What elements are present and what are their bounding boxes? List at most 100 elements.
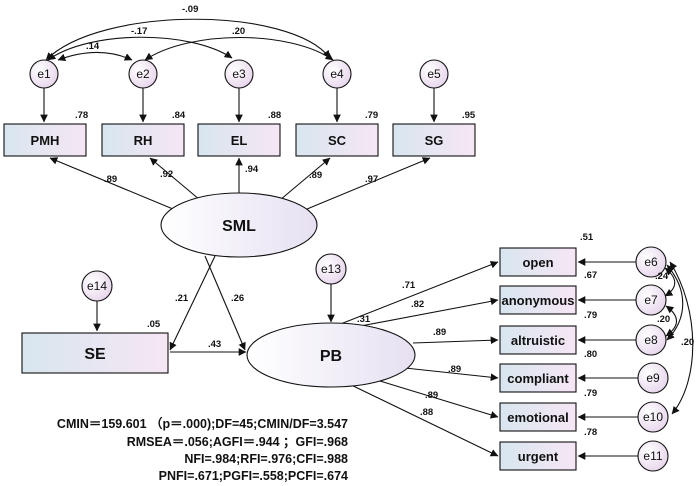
label-e3: e3 [232, 67, 246, 81]
circle-e13 [315, 253, 347, 285]
structural-paths [93, 255, 335, 356]
label-sg: SG [425, 133, 444, 148]
coef-e6-e7: .24 [655, 271, 669, 282]
circle-e4 [322, 59, 352, 89]
box-sc [295, 123, 379, 157]
error-paths-top [40, 88, 438, 123]
coef-sml-pmh: .89 [104, 174, 117, 185]
r2-pb: .31 [357, 314, 371, 325]
circle-e5 [419, 59, 449, 89]
label-pmh: PMH [31, 133, 60, 148]
label-e8: e8 [644, 333, 658, 347]
r2-emotional: .79 [584, 388, 597, 399]
path-sml-sc [279, 157, 331, 201]
circle-e11 [637, 440, 669, 472]
circle-e10 [637, 401, 669, 433]
box-compliant [499, 363, 577, 393]
label-rh: RH [134, 133, 153, 148]
label-el: EL [231, 133, 248, 148]
coef-sml-el: .94 [245, 164, 259, 175]
r2-se: .05 [147, 319, 161, 330]
label-open: open [522, 255, 553, 270]
fit-line-3: NFI=.984;RFI=.976;CFI=.988 [184, 452, 348, 466]
label-e10: e10 [643, 410, 663, 424]
coef-e6-e10: .20 [681, 337, 694, 348]
box-emotional [499, 402, 577, 432]
coef-sml-sg: .97 [365, 174, 378, 185]
label-e5: e5 [427, 67, 441, 81]
box-se [21, 332, 169, 374]
circle-e1 [29, 59, 59, 89]
coef-sml-pb: .26 [231, 293, 244, 304]
path-sml-pmh [49, 157, 186, 215]
coef-pb-altruistic: .89 [433, 327, 446, 338]
sml-loadings [49, 157, 431, 215]
ellipse-pb [246, 322, 416, 388]
circle-e2 [128, 59, 158, 89]
label-emotional: emotional [507, 410, 568, 425]
path-sml-se [169, 255, 216, 351]
r2-urgent: .78 [584, 427, 597, 438]
r2-rh: .84 [172, 110, 186, 121]
r2-sc: .79 [365, 110, 378, 121]
r2-open: .51 [580, 232, 594, 243]
fit-line-4: PNFI=.671;PGFI=.558;PCFI=.674 [159, 469, 348, 483]
error-paths-right [577, 258, 638, 460]
fit-line-2: RMSEA＝.056;AGFI＝.944 ；GFI=.968 [127, 435, 348, 449]
coef-se-pb: .43 [208, 339, 221, 350]
coef-sml-se: .21 [175, 293, 189, 304]
path-pb-open [337, 261, 499, 326]
coef-pb-compliant: .89 [448, 364, 461, 375]
circle-e6 [635, 246, 667, 278]
label-e1: e1 [37, 67, 51, 81]
observed-labels: PMH RH EL SC SG SE open anonymous altrui… [31, 133, 575, 464]
error-terms [29, 59, 669, 472]
label-e13: e13 [321, 262, 341, 276]
label-anonymous: anonymous [502, 293, 575, 308]
box-anonymous [499, 285, 577, 315]
label-compliant: compliant [507, 371, 569, 386]
coef-e2-e4: .20 [232, 26, 245, 37]
label-pb: PB [320, 348, 342, 365]
circle-e9 [637, 362, 669, 394]
r2-altruistic: .79 [584, 310, 597, 321]
coef-sml-sc: .89 [309, 170, 322, 181]
latent-labels: SML PB [222, 218, 342, 365]
path-pb-altruistic [412, 336, 499, 345]
error-covariances-top [45, 18, 334, 62]
pb-loadings [337, 261, 499, 457]
path-pb-emotional [369, 377, 499, 419]
r2-pmh: .78 [75, 110, 88, 121]
circle-e7 [635, 284, 667, 316]
path-sml-sg [294, 157, 431, 215]
label-e14: e14 [87, 279, 107, 293]
coef-pb-anonymous: .82 [411, 299, 424, 310]
r2-sg: .95 [462, 110, 476, 121]
circle-e14 [81, 270, 113, 302]
label-e11: e11 [643, 449, 662, 463]
label-se: SE [84, 346, 106, 363]
box-rh [101, 123, 185, 157]
fit-indices: CMIN＝159.601 （p＝.000);DF=45;CMIN/DF=3.54… [57, 416, 348, 483]
cov-e1-e3 [47, 36, 233, 61]
r2-el: .88 [268, 110, 281, 121]
box-pmh [3, 123, 87, 157]
box-open [499, 247, 577, 277]
ellipse-sml [160, 192, 318, 258]
label-e4: e4 [330, 67, 344, 81]
path-sml-rh [149, 157, 201, 201]
coef-e7-e8: .20 [657, 314, 670, 325]
coef-pb-open: .71 [402, 280, 416, 291]
coef-sml-rh: .92 [160, 169, 173, 180]
cov-e1-e2 [57, 52, 133, 62]
fit-line-1: CMIN＝159.601 （p＝.000);DF=45;CMIN/DF=3.54… [57, 416, 348, 431]
box-sg [392, 123, 476, 157]
coef-pb-urgent: .88 [420, 407, 433, 418]
cov-e1-e4 [45, 18, 331, 61]
coef-e1-e4: -.09 [182, 4, 198, 15]
coef-e1-e2: .14 [86, 41, 100, 52]
label-sml: SML [222, 218, 256, 235]
label-sc: SC [328, 133, 347, 148]
box-altruistic [499, 325, 577, 355]
